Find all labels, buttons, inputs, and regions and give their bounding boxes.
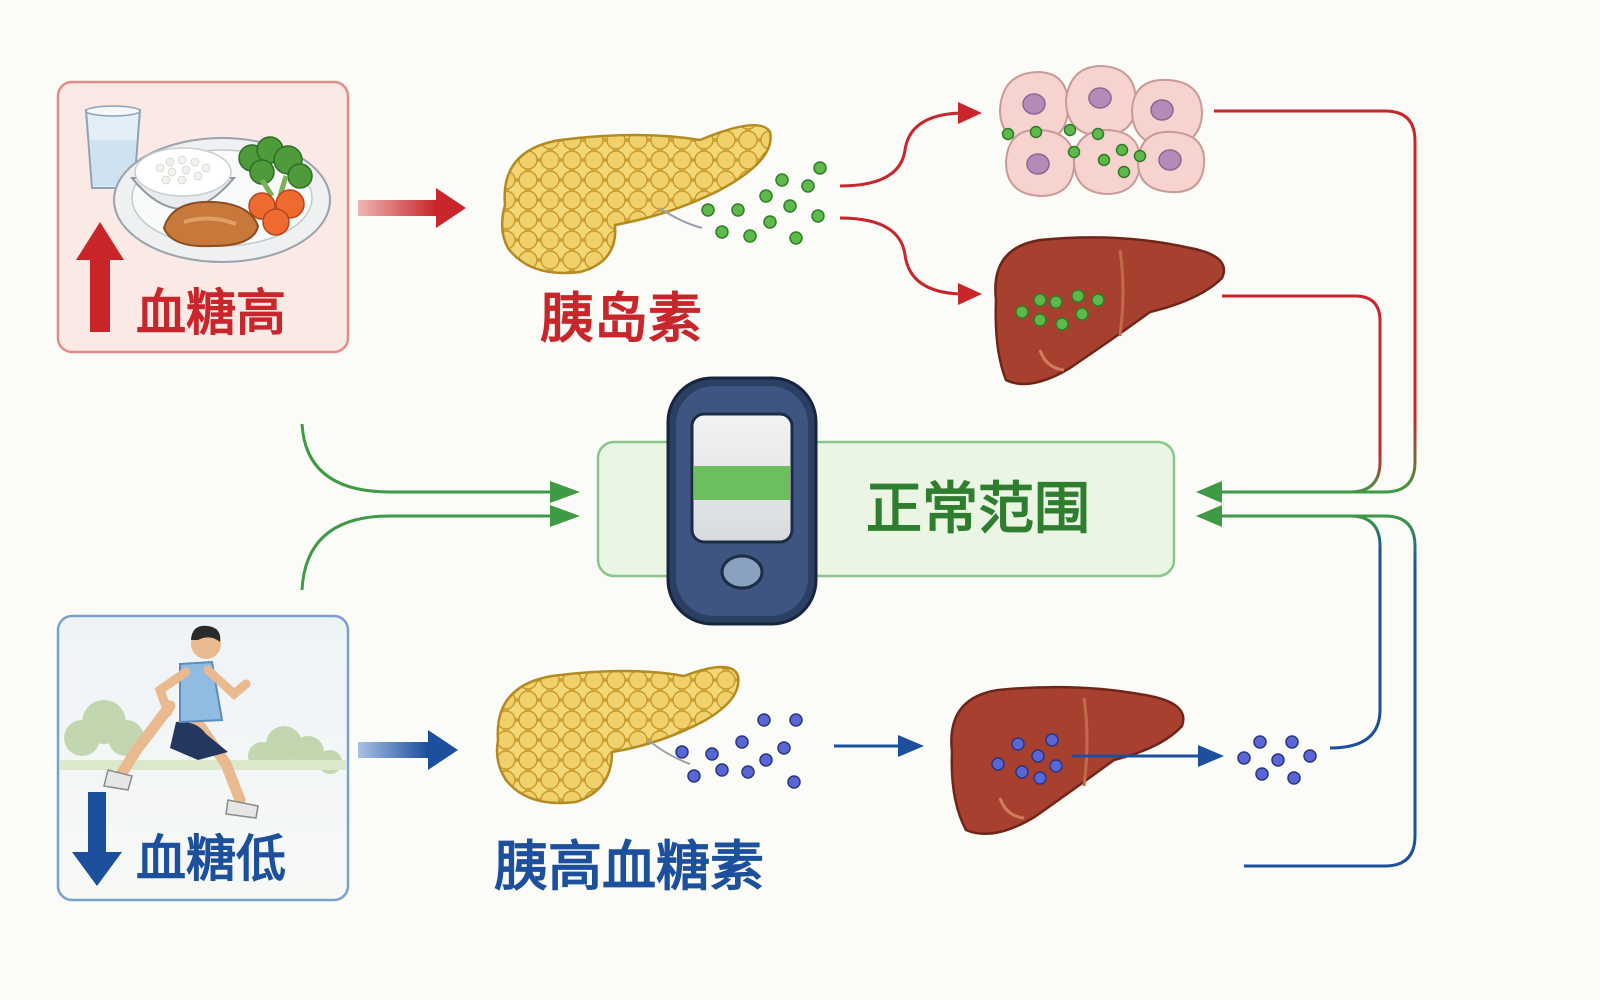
arrow-head-to-normal-from-bottom [1196, 505, 1222, 527]
arrows-to-normal-from-left [300, 423, 556, 591]
arrow-head-normal-2 [550, 505, 580, 527]
insulin-flow-arrows [839, 111, 961, 296]
insulin-label: 胰岛素 [540, 287, 702, 350]
body-cells-icon [998, 64, 1206, 198]
arrow-head-to-liver-top [958, 283, 982, 305]
high-blood-sugar-panel [56, 80, 350, 354]
liver-icon [994, 236, 1225, 386]
arrow-to-pancreas-bottom [358, 730, 458, 770]
glucagon-return-lines [1216, 514, 1417, 868]
pancreas-icon [495, 665, 740, 805]
glucose-particles-icon [1237, 735, 1317, 785]
high-blood-sugar-label: 血糖高 [136, 284, 286, 342]
meal-plate-icon [113, 136, 331, 263]
insulin-return-lines [1214, 109, 1417, 494]
normal-range-label: 正常范围 [866, 477, 1090, 542]
low-blood-sugar-panel [56, 614, 350, 902]
runner-icon [103, 625, 259, 819]
liver-icon [950, 685, 1185, 836]
arrow-to-pancreas-top [358, 188, 466, 228]
low-blood-sugar-label: 血糖低 [136, 830, 286, 888]
glucagon-label: 胰高血糖素 [494, 835, 764, 898]
decrease-arrow-icon [72, 792, 122, 886]
arrow-head-to-normal-from-top [1196, 481, 1222, 503]
glucose-meter-icon [666, 376, 818, 626]
increase-arrow-icon [76, 222, 124, 332]
arrow-head-to-cells [958, 102, 982, 124]
arrow-head-normal-1 [550, 481, 580, 503]
pancreas-icon [500, 123, 772, 275]
insulin-particles-icon [701, 161, 827, 245]
arrow-head-to-glucose [1198, 745, 1224, 767]
arrow-head-to-liver-bottom [898, 735, 924, 757]
glucagon-particles-icon [675, 713, 803, 789]
